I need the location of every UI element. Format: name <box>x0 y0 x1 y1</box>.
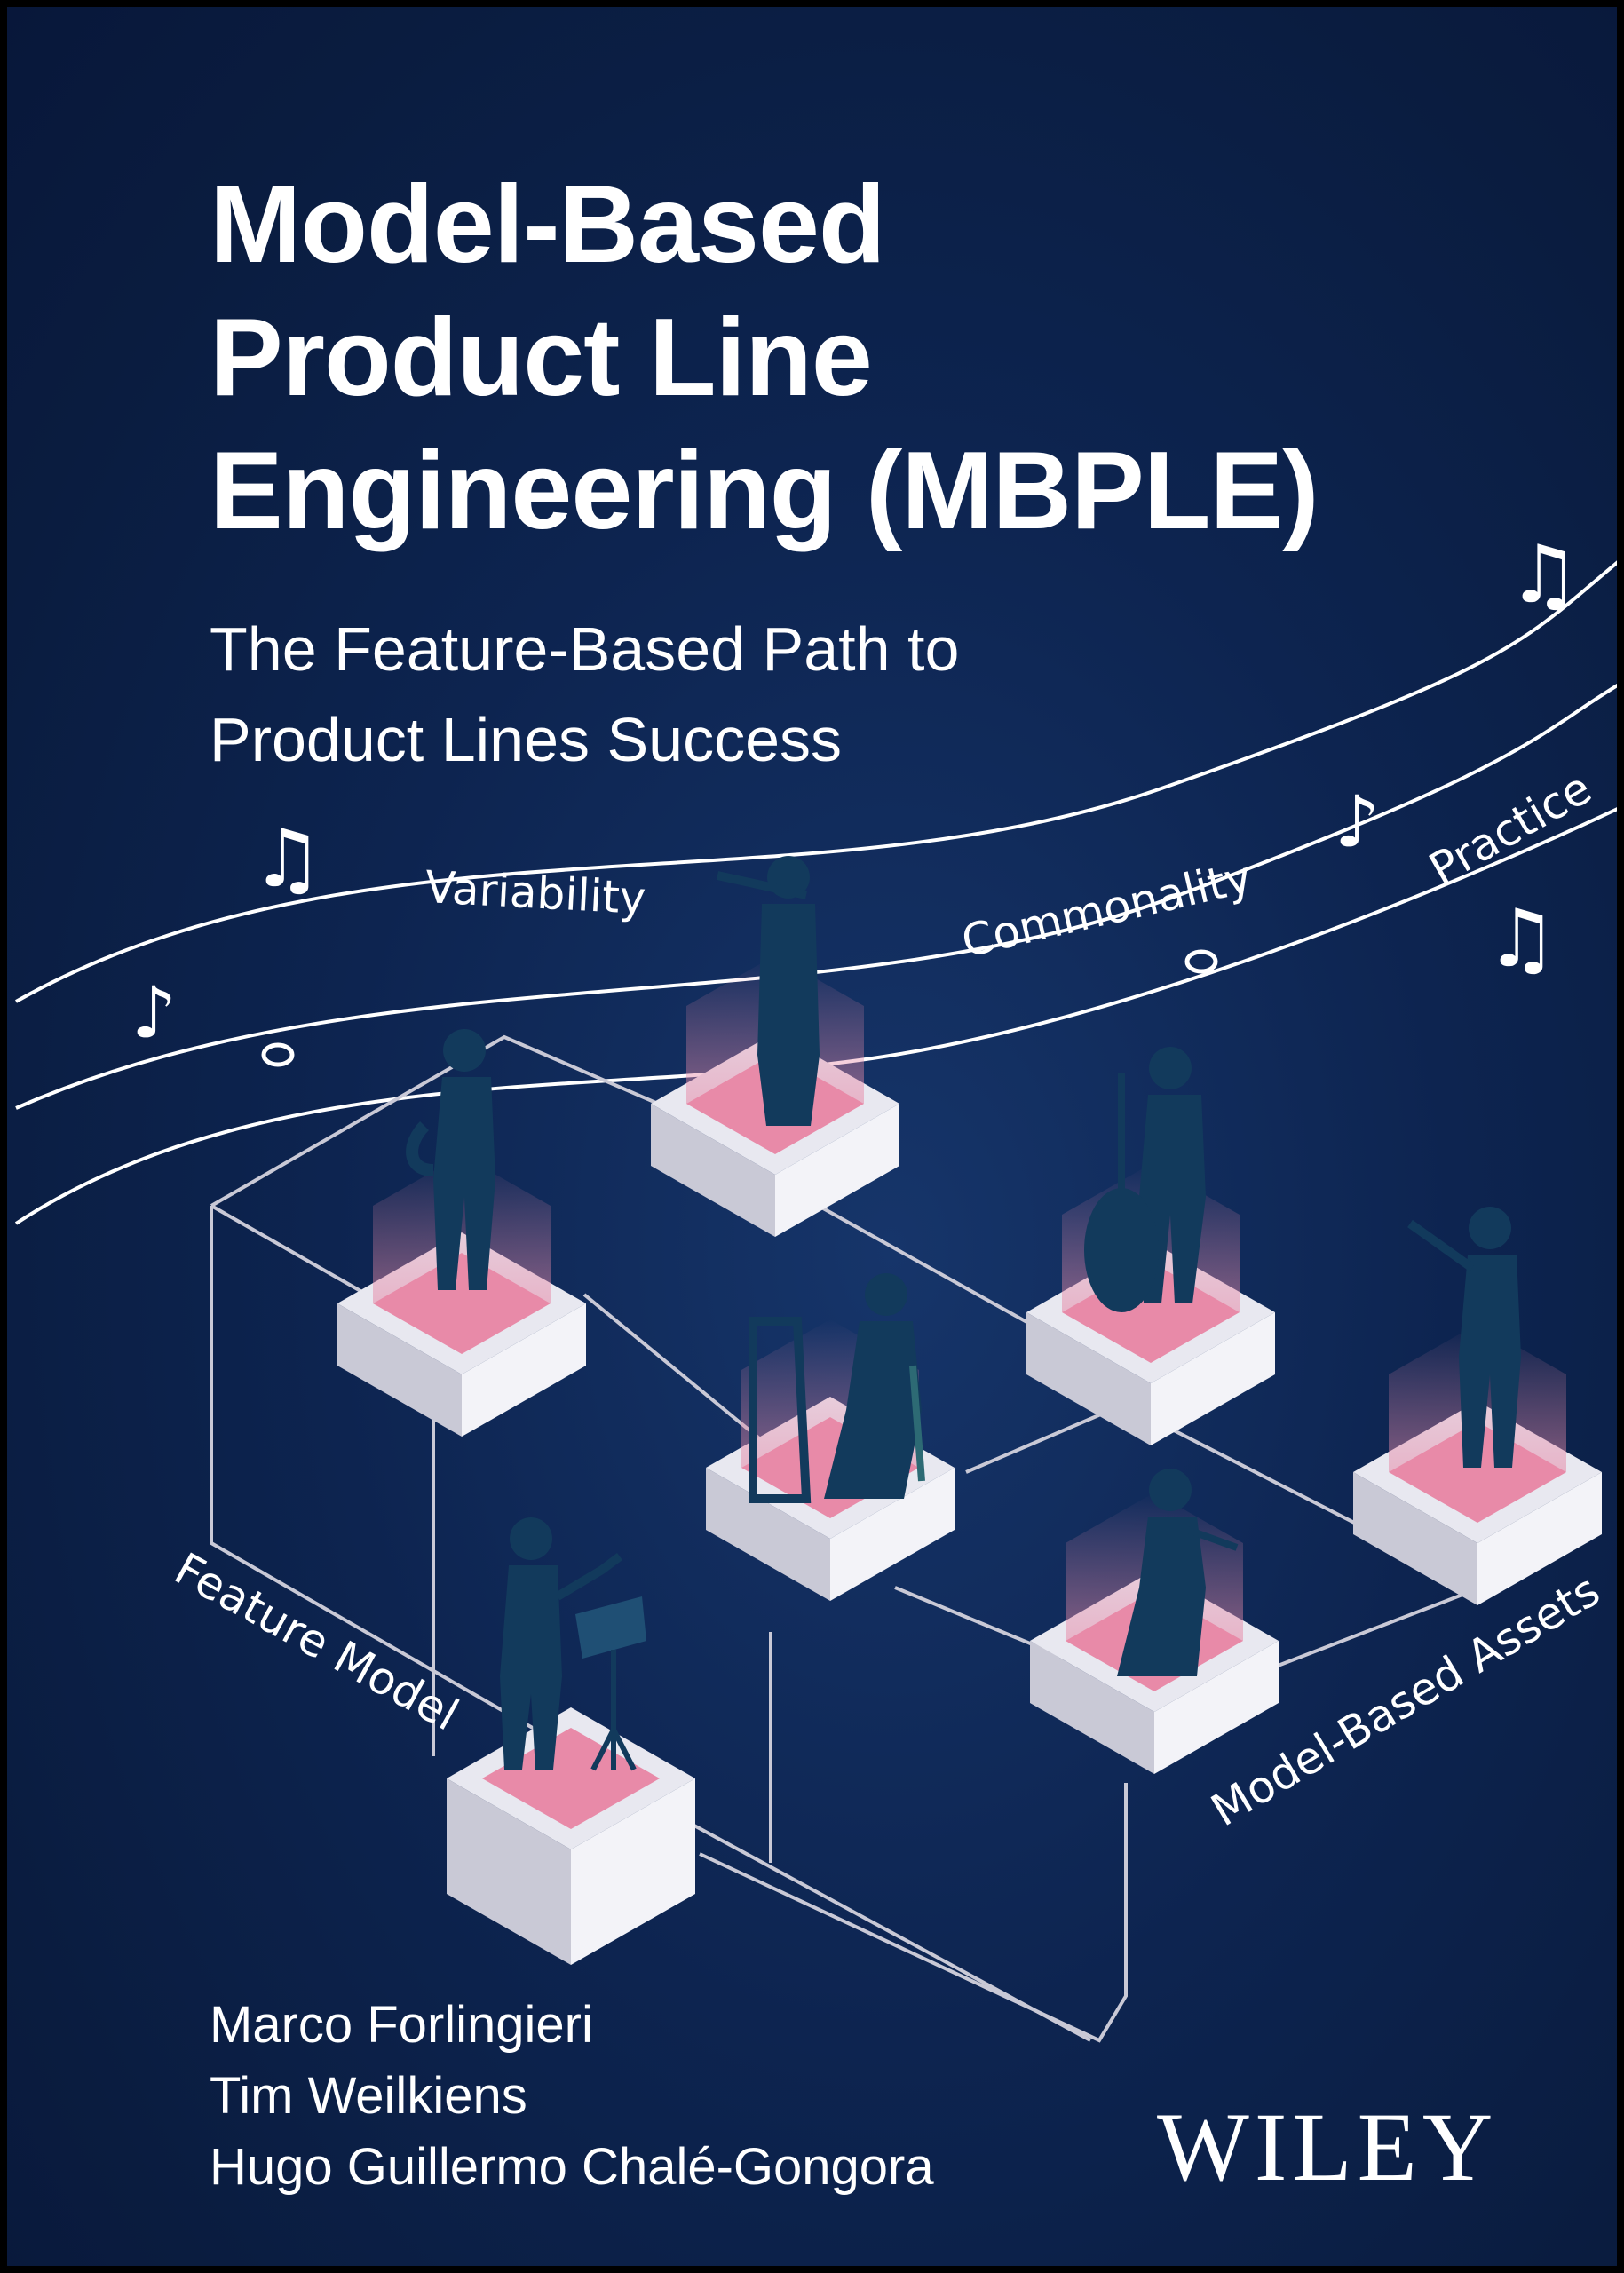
music-notes-icon: ♫ <box>1508 528 1580 622</box>
whole-note-icon <box>1184 949 1218 974</box>
eighth-note-icon: ♪ <box>1335 780 1380 863</box>
saxophonist-figure <box>406 1029 495 1290</box>
book-title: Model-Based Product Line Engineering (MB… <box>210 158 1541 558</box>
cover-illustration: Variability Commonality Practice ♫ ♫ ♫ ♪… <box>14 528 1617 2043</box>
music-notes-icon: ♫ <box>1485 892 1557 986</box>
author-list: Marco Forlingieri Tim Weilkiens Hugo Gui… <box>210 1990 934 2203</box>
violinist-figure <box>1407 1207 1521 1468</box>
pedestal <box>447 1707 695 1965</box>
music-notes-icon: ♫ <box>251 812 323 906</box>
author-name: Tim Weilkiens <box>210 2067 527 2125</box>
whole-note-icon <box>261 1042 295 1067</box>
staff-label-variability: Variability <box>424 861 646 924</box>
cellist-figure <box>1084 1047 1206 1312</box>
staff-label-commonality: Commonality <box>957 851 1256 967</box>
music-staff <box>14 560 1617 1225</box>
publisher-logo: WILEY <box>1157 2093 1499 2201</box>
subtitle-line: The Feature-Based Path to <box>210 614 960 684</box>
conductor-figure <box>500 1517 646 1771</box>
title-line: Model-Based <box>210 163 886 286</box>
title-line: Engineering (MBPLE) <box>210 430 1319 552</box>
book-subtitle: The Feature-Based Path to Product Lines … <box>210 604 1453 785</box>
harpist-figure <box>749 1273 925 1503</box>
eighth-note-icon: ♪ <box>131 971 177 1054</box>
subtitle-line: Product Lines Success <box>210 705 843 774</box>
clarinetist-figure <box>1117 1469 1239 1676</box>
author-name: Marco Forlingieri <box>210 1996 593 2054</box>
flutist-figure <box>716 856 820 1126</box>
title-line: Product Line <box>210 297 873 419</box>
feature-model-label: Feature Model <box>166 1543 467 1741</box>
author-name: Hugo Guillermo Chalé-Gongora <box>210 2138 934 2196</box>
